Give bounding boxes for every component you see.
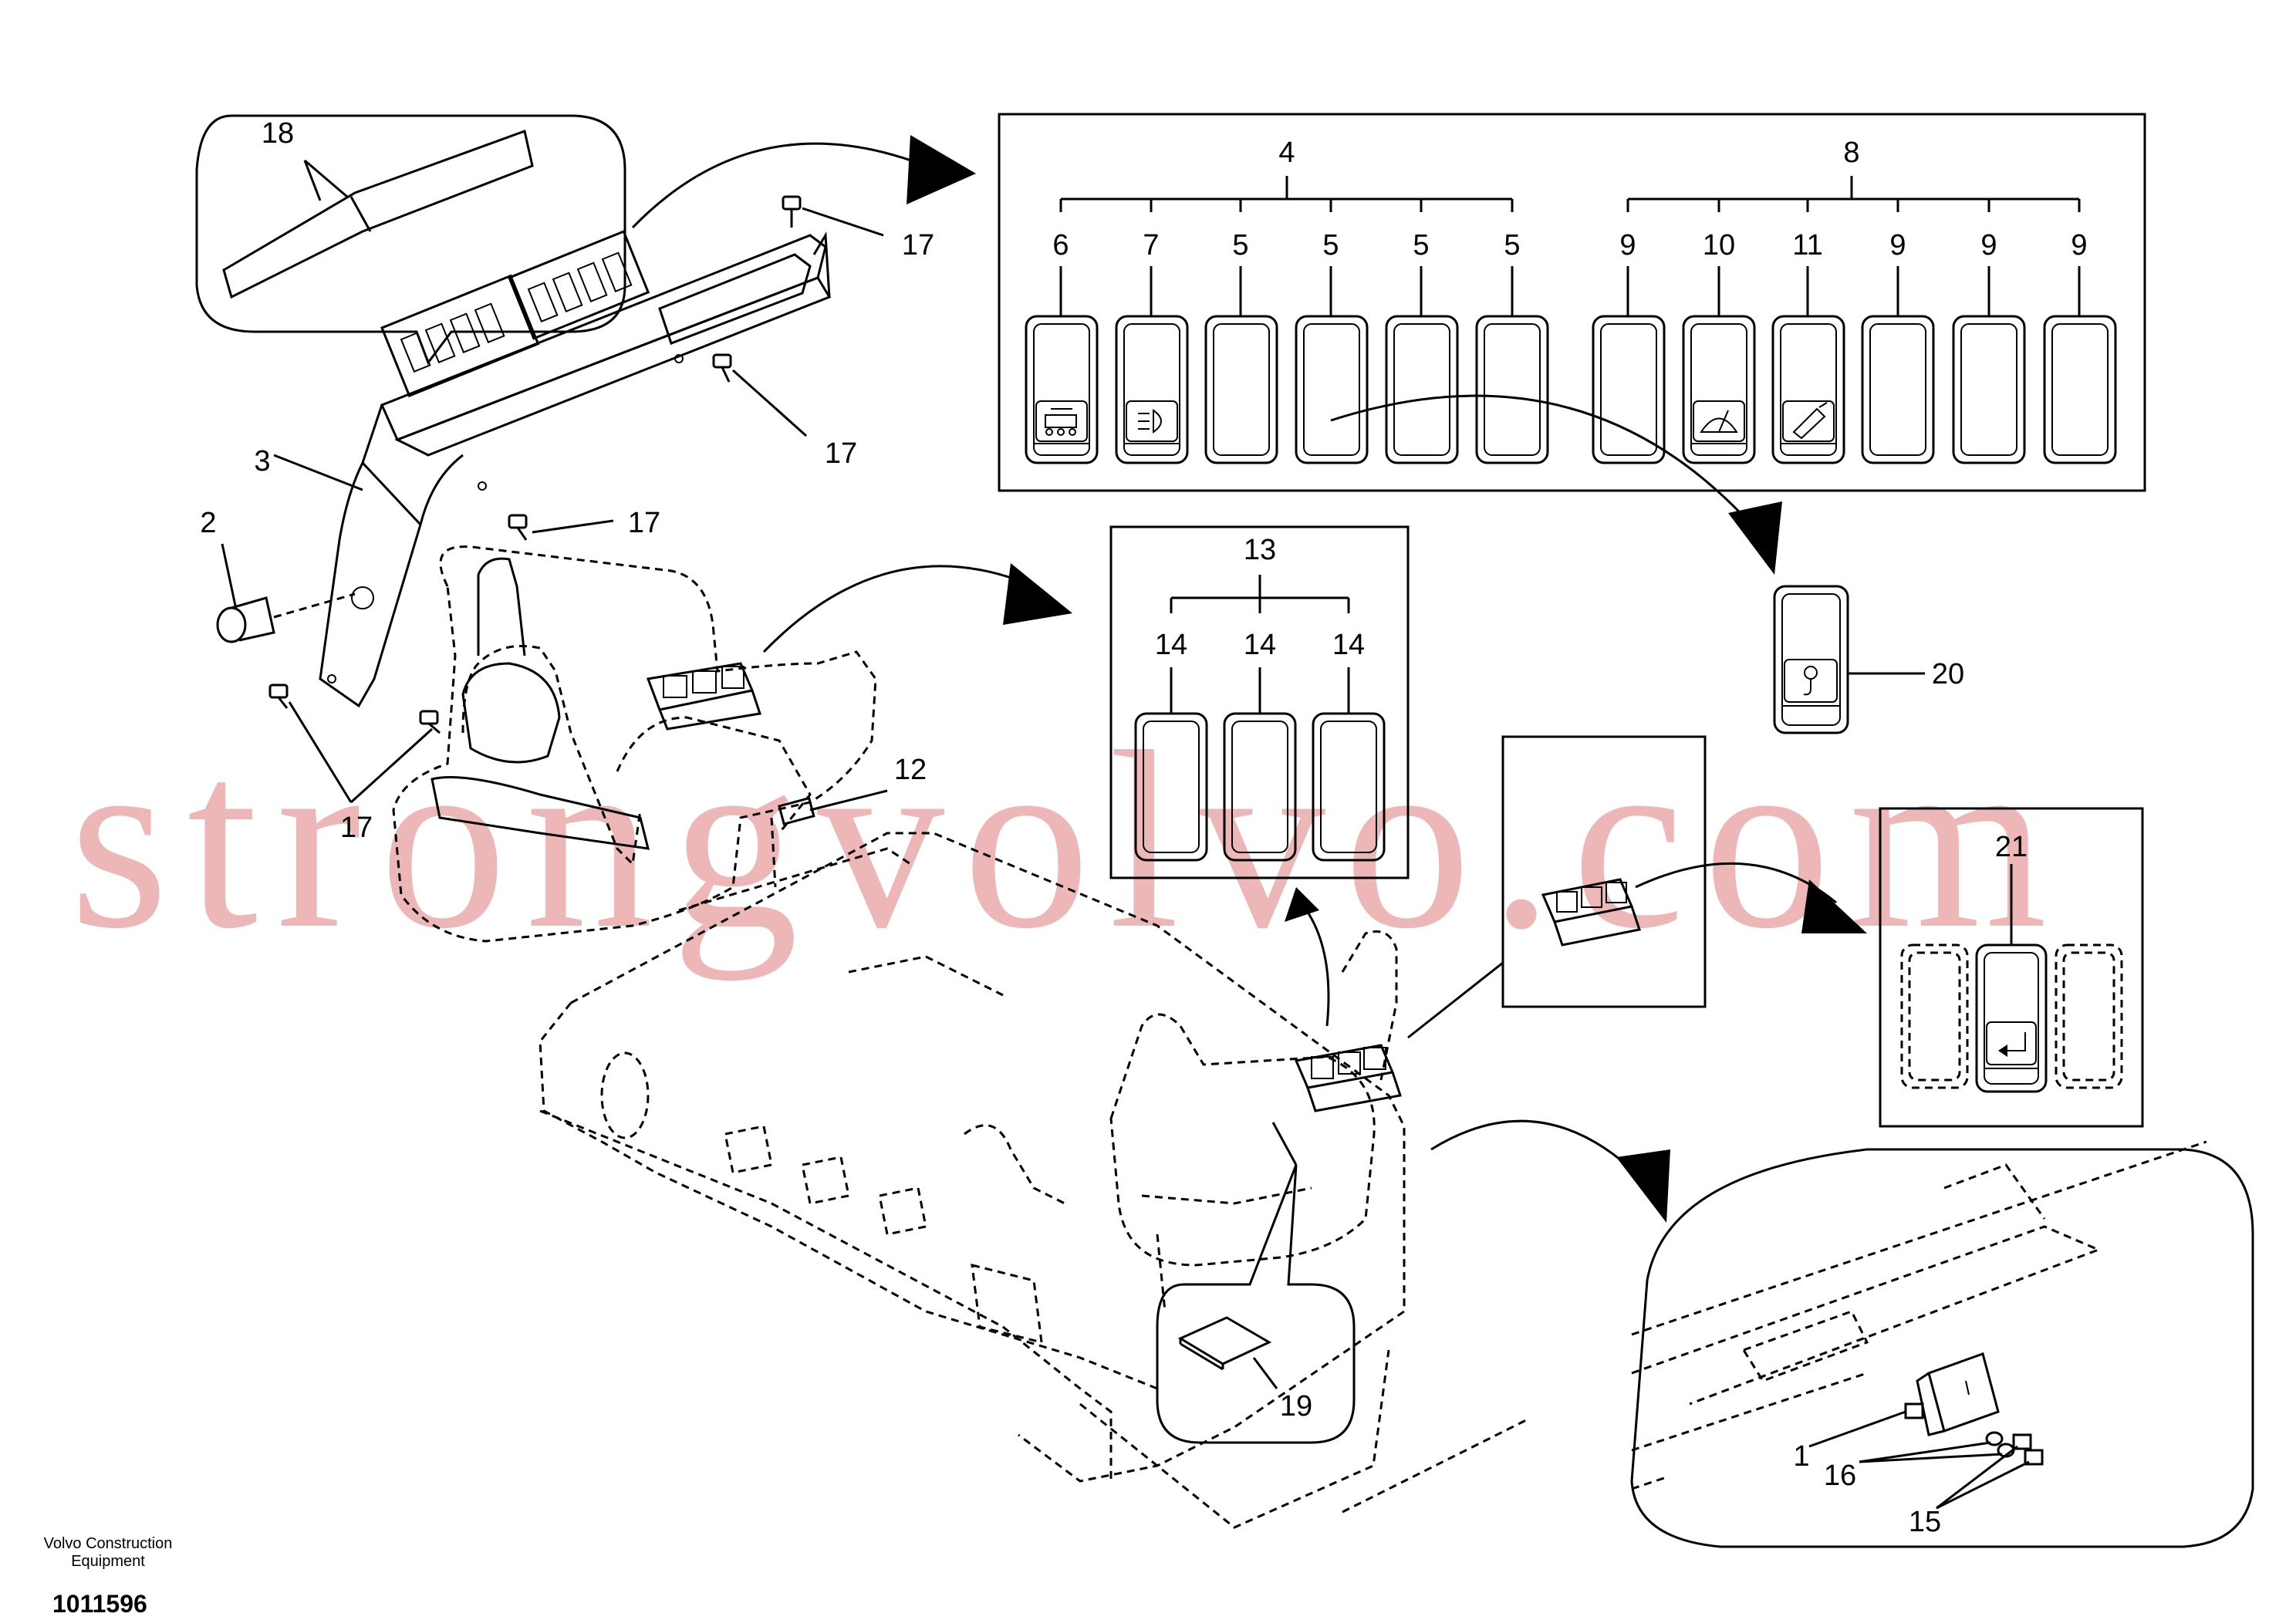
part-12-connector bbox=[778, 789, 888, 826]
switch-10 bbox=[1682, 315, 1756, 464]
label-6: 6 bbox=[1052, 229, 1069, 262]
detail-bubble-relay bbox=[1630, 1140, 2254, 1548]
switch-20 bbox=[1773, 585, 1925, 734]
label-14c: 14 bbox=[1332, 629, 1365, 661]
switch-9b bbox=[1861, 315, 1935, 464]
panel-switches bbox=[1025, 315, 2117, 464]
left-joystick bbox=[430, 557, 650, 850]
switch-11 bbox=[1771, 315, 1845, 464]
switch-9a bbox=[1592, 315, 1666, 464]
switch-5b bbox=[1295, 315, 1369, 464]
label-9c: 9 bbox=[1980, 229, 1997, 262]
hydraulic-control-icon bbox=[1035, 400, 1088, 442]
label-20: 20 bbox=[1932, 658, 1964, 690]
label-4: 4 bbox=[1278, 137, 1295, 169]
label-3: 3 bbox=[254, 445, 270, 478]
company-name-line2: Equipment bbox=[71, 1553, 145, 1570]
label-11: 11 bbox=[1792, 229, 1822, 262]
label-14a: 14 bbox=[1155, 629, 1187, 661]
switch-box-21 bbox=[1879, 807, 2144, 1128]
document-number: 1011596 bbox=[52, 1590, 147, 1618]
watermark: strongvolvo.com bbox=[69, 700, 2065, 981]
label-5b: 5 bbox=[1322, 229, 1339, 262]
label-9b: 9 bbox=[1889, 229, 1906, 262]
label-7: 7 bbox=[1143, 229, 1159, 262]
label-16: 16 bbox=[1824, 1460, 1856, 1492]
detail-bubble-19 bbox=[1156, 1122, 1356, 1444]
label-9d: 9 bbox=[2071, 229, 2087, 262]
switch-panel-box bbox=[998, 113, 2146, 492]
switch-5d bbox=[1475, 315, 1549, 464]
label-21: 21 bbox=[1995, 831, 2028, 863]
company-name-line1: Volvo Construction bbox=[44, 1535, 173, 1552]
detail-bubble-18 bbox=[195, 114, 626, 366]
switch-7 bbox=[1115, 315, 1189, 464]
footer: Volvo Construction Equipment 1011596 bbox=[44, 1535, 173, 1618]
screw-17-bottom-b bbox=[419, 710, 441, 734]
label-17-top: 17 bbox=[902, 229, 934, 262]
label-9a: 9 bbox=[1619, 229, 1636, 262]
label-8: 8 bbox=[1843, 137, 1859, 169]
label-17-bottom: 17 bbox=[340, 812, 373, 844]
label-5d: 5 bbox=[1504, 229, 1520, 262]
screw-17-top bbox=[782, 195, 802, 228]
label-19: 19 bbox=[1280, 1390, 1312, 1423]
label-14b: 14 bbox=[1244, 629, 1276, 661]
hook-icon bbox=[1784, 659, 1838, 703]
switch-6 bbox=[1025, 315, 1099, 464]
switch-5c bbox=[1385, 315, 1459, 464]
label-1: 1 bbox=[1793, 1440, 1809, 1473]
switch-5a bbox=[1204, 315, 1278, 464]
wiper-icon bbox=[1693, 400, 1745, 442]
machine-outline bbox=[392, 545, 1528, 1529]
label-18: 18 bbox=[262, 117, 294, 150]
label-12: 12 bbox=[894, 754, 927, 786]
label-5c: 5 bbox=[1413, 229, 1429, 262]
label-2: 2 bbox=[200, 507, 216, 539]
switch-block-13 bbox=[646, 662, 761, 731]
label-13: 13 bbox=[1244, 534, 1276, 566]
console-assembly bbox=[319, 230, 832, 708]
screw-17-left bbox=[508, 514, 528, 541]
switch-block-21 bbox=[1294, 1044, 1402, 1112]
screw-17-mid bbox=[712, 353, 732, 383]
screw-17-bottom-a bbox=[268, 683, 289, 709]
washer-icon bbox=[1782, 400, 1835, 442]
callout-switch-block bbox=[1407, 735, 1707, 1039]
switch-box-13 bbox=[1109, 525, 1410, 879]
part-2-plug bbox=[216, 592, 356, 643]
switch-9c bbox=[1952, 315, 2026, 464]
part-numbers: 18 17 17 17 17 3 2 12 4 8 6 7 5 5 5 5 9 … bbox=[200, 117, 2087, 1538]
label-10: 10 bbox=[1703, 229, 1735, 262]
label-17-left: 17 bbox=[628, 507, 660, 539]
label-17-mid: 17 bbox=[825, 437, 857, 470]
switch-9d bbox=[2043, 315, 2117, 464]
label-15: 15 bbox=[1909, 1506, 1941, 1538]
work-light-icon bbox=[1126, 400, 1178, 442]
return-icon bbox=[1986, 1021, 2037, 1065]
label-5a: 5 bbox=[1232, 229, 1248, 262]
